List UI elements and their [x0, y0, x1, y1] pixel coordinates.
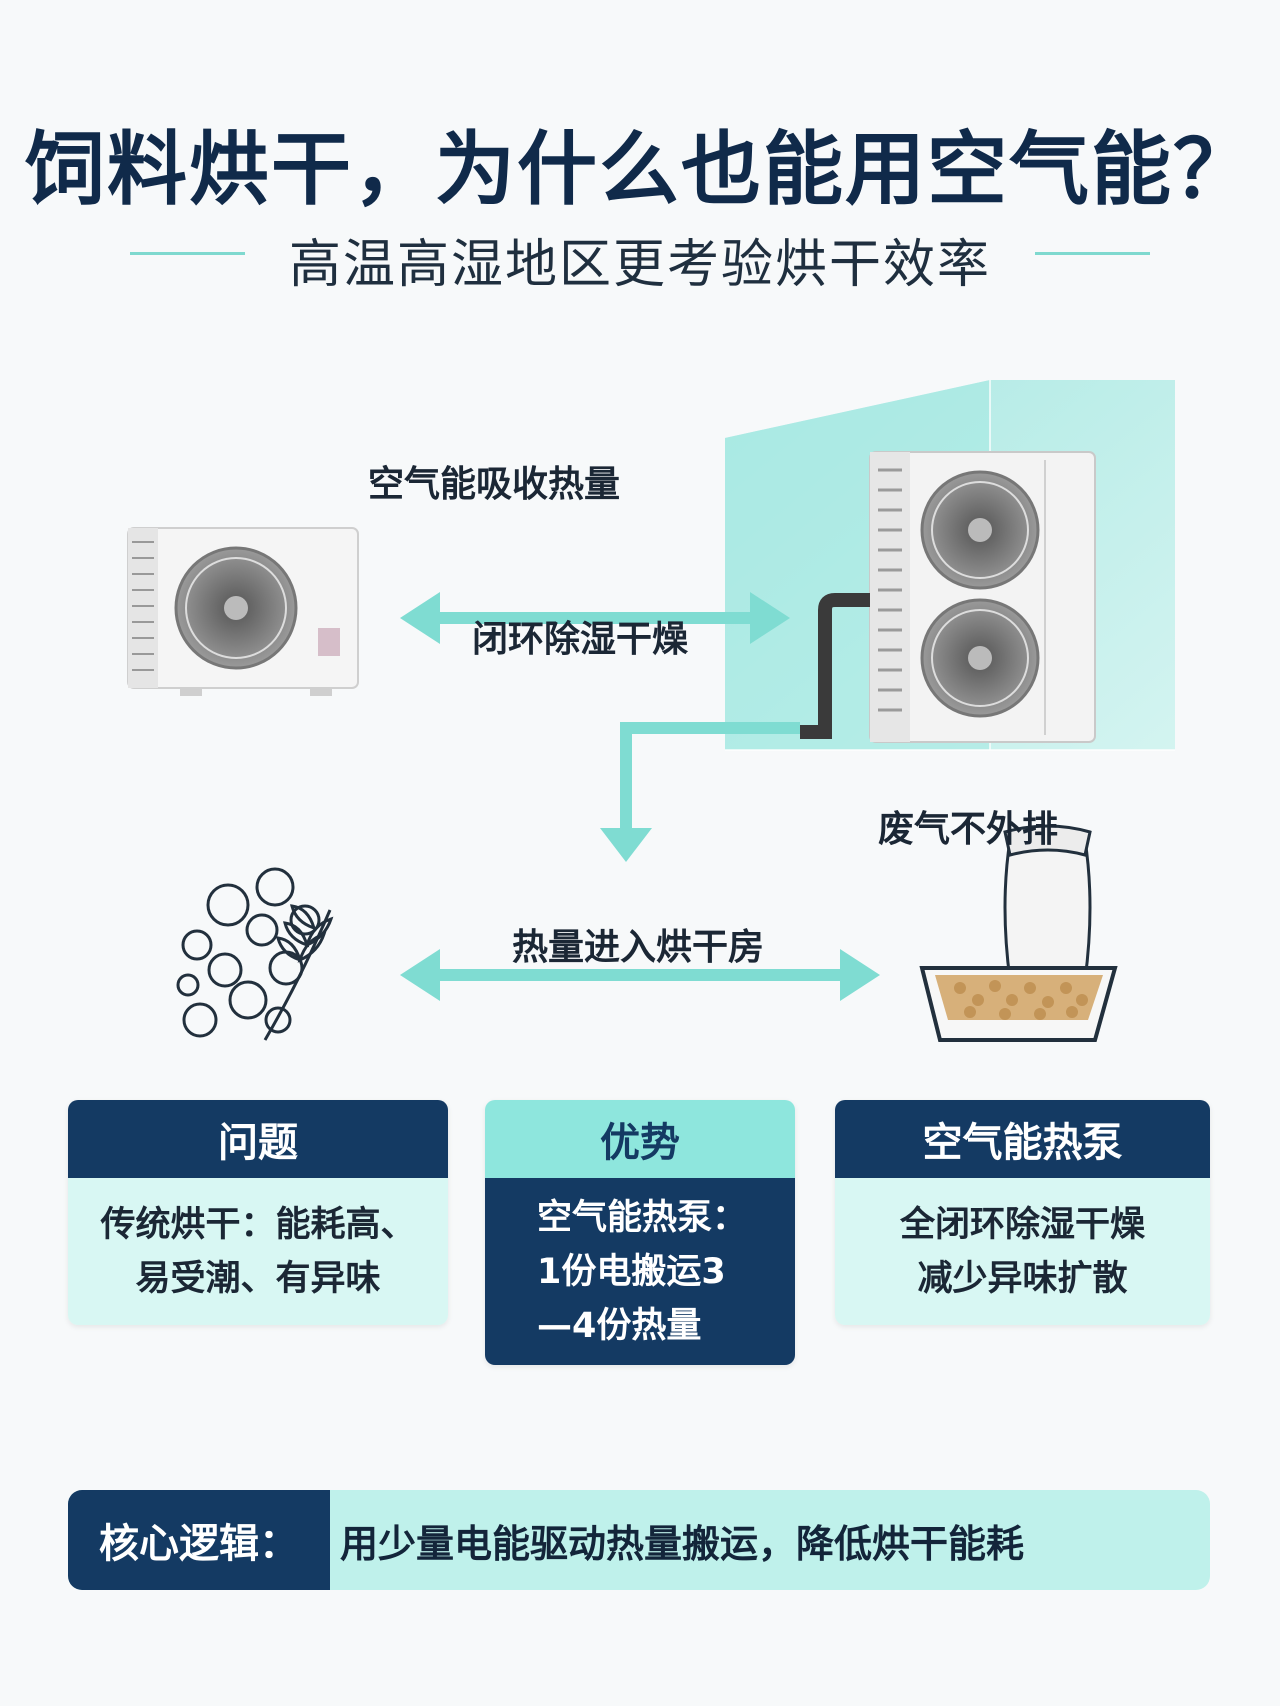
- label-heat-into-room: 热量进入烘干房: [512, 927, 765, 968]
- card-advantage-line: 1份电搬运3: [537, 1251, 726, 1292]
- card-problem: 问题 传统烘干：能耗高、 易受潮、有异味: [68, 1100, 448, 1325]
- small-heat-pump-icon: [127, 527, 359, 696]
- core-logic-banner: 核心逻辑： 用少量电能驱动热量搬运，降低烘干能耗: [68, 1490, 1210, 1590]
- card-problem-line: 传统烘干：能耗高、: [100, 1204, 416, 1245]
- label-absorb-heat: 空气能吸收热量: [368, 464, 621, 505]
- down-arrow-icon: [600, 722, 800, 862]
- card-heat-pump-line: 减少异味扩散: [917, 1258, 1128, 1299]
- core-logic-text: 用少量电能驱动热量搬运，降低烘干能耗: [340, 1521, 1025, 1566]
- card-advantage-body: 空气能热泵： 1份电搬运3 —4份热量: [485, 1178, 795, 1365]
- page-title: 饲料烘干，为什么也能用空气能？: [25, 123, 1255, 216]
- closed-loop-double-arrow-icon: [400, 592, 790, 644]
- subtitle-divider-right: [1035, 252, 1150, 255]
- subtitle-divider-left: [130, 252, 245, 255]
- feed-tray-icon: [919, 824, 1118, 1042]
- grain-icon: [176, 867, 334, 1041]
- label-closed-loop: 闭环除湿干燥: [472, 619, 689, 660]
- card-advantage-title: 优势: [485, 1100, 795, 1178]
- card-problem-title: 问题: [68, 1100, 448, 1178]
- card-heat-pump-line: 全闭环除湿干燥: [899, 1204, 1145, 1245]
- card-advantage-line: —4份热量: [537, 1305, 702, 1346]
- core-logic-label: 核心逻辑：: [68, 1490, 330, 1590]
- subtitle-row: 高温高湿地区更考验烘干效率: [0, 222, 1280, 295]
- card-problem-line: 易受潮、有异味: [135, 1258, 381, 1299]
- large-heat-pump-icon: [800, 451, 1096, 743]
- card-heat-pump-body: 全闭环除湿干燥 减少异味扩散: [835, 1178, 1210, 1325]
- card-advantage: 优势 空气能热泵： 1份电搬运3 —4份热量: [485, 1100, 795, 1365]
- card-heat-pump: 空气能热泵 全闭环除湿干燥 减少异味扩散: [835, 1100, 1210, 1325]
- card-advantage-line: 空气能热泵：: [537, 1197, 748, 1238]
- card-problem-body: 传统烘干：能耗高、 易受潮、有异味: [68, 1178, 448, 1325]
- process-diagram: [127, 380, 1175, 1042]
- heat-double-arrow-icon: [400, 949, 880, 1001]
- card-heat-pump-title: 空气能热泵: [835, 1100, 1210, 1178]
- label-no-exhaust: 废气不外排: [878, 809, 1059, 850]
- subtitle: 高温高湿地区更考验烘干效率: [288, 235, 991, 295]
